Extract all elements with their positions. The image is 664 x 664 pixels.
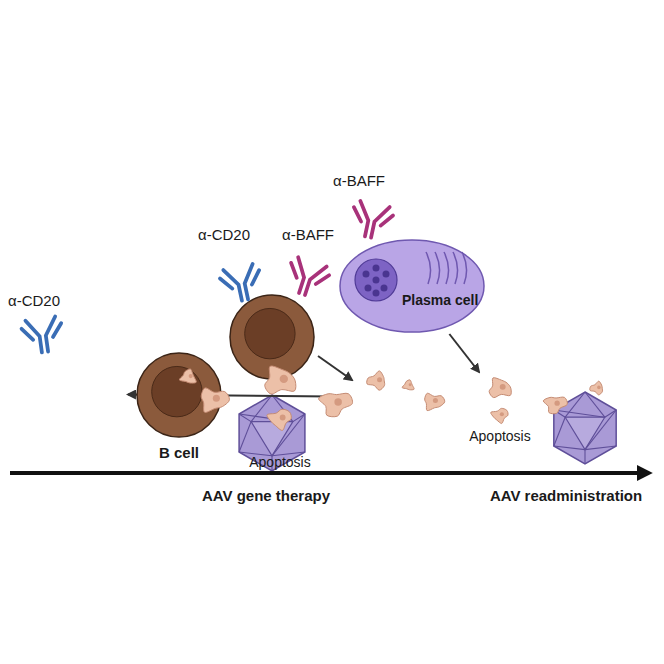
plasma-cell: Plasma cell (338, 238, 486, 334)
apoptotic-body (402, 378, 602, 424)
apoptosis-arrow (449, 334, 479, 372)
timeline-label: AAV gene therapy (202, 487, 330, 504)
antibody (20, 316, 64, 355)
apoptosis-arrow (318, 356, 352, 380)
antibody-label: α-CD20 (8, 292, 60, 309)
apoptotic-body (179, 366, 384, 430)
node-shape (128, 358, 432, 434)
node-shape (27, 350, 331, 440)
antibody (218, 263, 264, 304)
plasma-cell-body (340, 240, 484, 332)
node-shape (348, 372, 652, 426)
node-label: Apoptosis (348, 428, 652, 444)
timeline-arrow (10, 471, 640, 475)
antibody-label: α-BAFF (333, 172, 385, 189)
node-shape (338, 238, 486, 334)
apoptosis-node: Apoptosis (128, 358, 432, 470)
node-label: Plasma cell (402, 292, 478, 308)
timeline-label: AAV readministration (490, 487, 642, 504)
b-cell-node: B cell (27, 350, 331, 461)
antibody-label: α-BAFF (282, 226, 334, 243)
antibody-label: α-CD20 (198, 226, 250, 243)
antibody (348, 200, 394, 241)
apoptosis-node: Apoptosis (348, 372, 652, 444)
antibody (283, 256, 331, 300)
node-label: Apoptosis (128, 454, 432, 470)
